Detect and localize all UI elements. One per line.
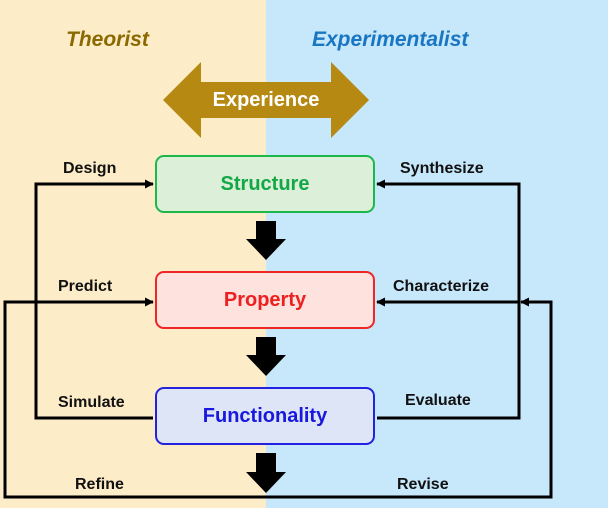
experimentalist-heading: Experimentalist xyxy=(312,28,469,51)
design-label: Design xyxy=(63,160,117,177)
experimentalist-synthesize-loop xyxy=(376,179,521,420)
theorist-refine-loop xyxy=(3,300,266,499)
simulate-label: Simulate xyxy=(58,394,125,411)
refine-label: Refine xyxy=(75,476,124,493)
functionality-label: Functionality xyxy=(202,404,328,427)
characterize-label: Characterize xyxy=(393,278,490,295)
property-label: Property xyxy=(223,288,307,311)
functionality-box: Functionality xyxy=(155,387,375,445)
synthesize-label: Synthesize xyxy=(400,160,484,177)
theorist-design-loop xyxy=(34,179,154,420)
experience-label: Experience xyxy=(212,89,320,111)
structure-box: Structure xyxy=(155,155,375,213)
down-arrow-functionality-bottom xyxy=(246,453,286,493)
structure-label: Structure xyxy=(220,172,310,195)
experience-double-arrow xyxy=(163,62,369,138)
experimentalist-revise-loop xyxy=(266,297,553,499)
predict-label: Predict xyxy=(58,278,113,295)
theorist-heading: Theorist xyxy=(66,28,149,51)
evaluate-label: Evaluate xyxy=(405,392,471,409)
down-arrow-structure-property xyxy=(246,221,286,260)
property-box: Property xyxy=(155,271,375,329)
down-arrow-property-functionality xyxy=(246,337,286,376)
revise-label: Revise xyxy=(397,476,449,493)
